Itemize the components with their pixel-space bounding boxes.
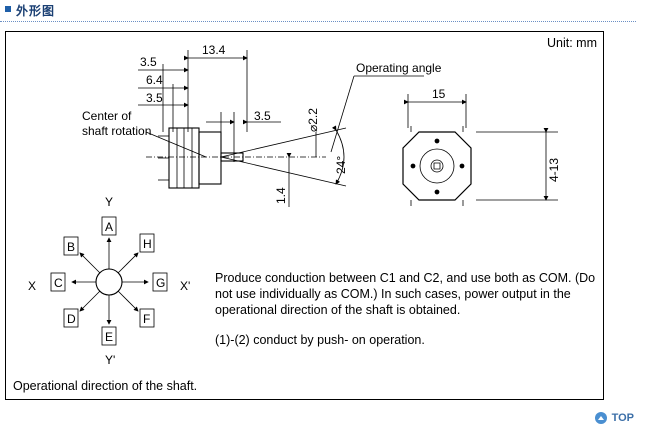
back-to-top-link[interactable]: TOP <box>594 410 634 426</box>
axis-label-y-prime: Y' <box>105 353 115 367</box>
dim-13-4: 13.4 <box>202 43 226 57</box>
position-d: D <box>67 312 76 326</box>
diagram-caption: Operational direction of the shaft. <box>13 379 198 393</box>
axis-label-y: Y <box>105 195 113 209</box>
dim-3-5-b: 3.5 <box>146 91 163 105</box>
dim-3-5-a: 3.5 <box>140 55 157 69</box>
arrow-up-icon <box>594 412 607 424</box>
drawing-frame: Unit: mm <box>5 31 604 400</box>
section-title: 外形图 <box>16 4 56 18</box>
outline-drawing: 13.4 3.5 6.4 3.5 3.5 ⌀2.2 24° 1.4 Operat… <box>28 43 561 367</box>
dim-6-4: 6.4 <box>146 73 163 87</box>
dim-15: 15 <box>432 87 446 101</box>
position-f: F <box>143 312 150 326</box>
position-c: C <box>54 276 63 290</box>
dim-1-4: 1.4 <box>274 187 288 204</box>
conduction-note: Produce conduction between C1 and C2, an… <box>215 271 596 317</box>
center-of-rotation-label-1: Center of <box>82 109 132 123</box>
front-view <box>402 94 558 206</box>
push-on-note: (1)-(2) conduct by push- on operation. <box>215 333 425 347</box>
operating-angle-label: Operating angle <box>356 61 442 75</box>
unit-label: Unit: mm <box>547 36 597 50</box>
dim-4-13: 4-13 <box>547 158 561 182</box>
position-g: G <box>156 276 165 290</box>
position-e: E <box>105 330 113 344</box>
dim-3-5-c: 3.5 <box>254 109 271 123</box>
axis-label-x-prime: X' <box>180 279 190 293</box>
side-view <box>138 50 424 207</box>
position-h: H <box>143 237 152 251</box>
top-label: TOP <box>611 412 634 424</box>
section-header: 外形图 <box>0 0 658 22</box>
direction-diagram <box>50 216 168 346</box>
header-divider <box>0 21 636 22</box>
dim-24-deg: 24° <box>334 156 348 174</box>
header-bullet-icon <box>5 6 11 12</box>
position-a: A <box>105 220 113 234</box>
dim-diameter-2-2: ⌀2.2 <box>306 108 320 132</box>
position-b: B <box>67 240 75 254</box>
axis-label-x: X <box>28 279 36 293</box>
center-of-rotation-label-2: shaft rotation <box>82 124 151 138</box>
